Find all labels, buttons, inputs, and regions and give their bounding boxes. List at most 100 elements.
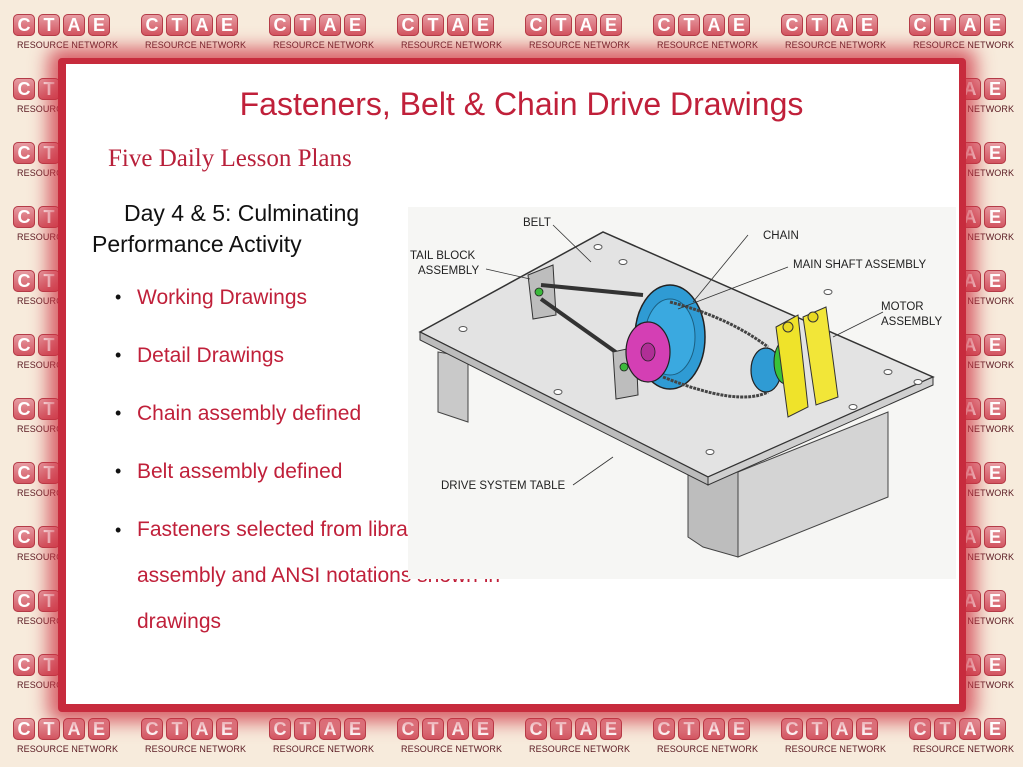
ctae-logo-letter: T	[550, 718, 572, 740]
ctae-logo-letter: E	[344, 718, 366, 740]
motor-bracket-rear	[802, 306, 839, 406]
ctae-logo-letter: T	[806, 718, 828, 740]
ctae-logo-letter: T	[38, 398, 60, 420]
ctae-logo-letter: T	[550, 14, 572, 36]
ctae-logo-letter: E	[856, 14, 878, 36]
ctae-logo-caption: RESOURCE NETWORK	[17, 744, 119, 754]
table-mounting-holes	[458, 244, 923, 455]
main-shaft-end	[619, 362, 629, 372]
ctae-logo-letter: C	[13, 142, 35, 164]
ctae-logo-caption: RESOURCE NETWORK	[145, 744, 247, 754]
ctae-logo-caption: RESOURCE NETWORK	[913, 744, 1015, 754]
ctae-logo-letter: E	[984, 142, 1006, 164]
ctae-logo-letter: T	[422, 718, 444, 740]
ctae-logo-letter: T	[38, 78, 60, 100]
sprocket-hub	[640, 342, 656, 362]
ctae-logo-letter: C	[909, 14, 931, 36]
ctae-logo-letter: C	[13, 654, 35, 676]
ctae-logo-letter: T	[678, 718, 700, 740]
ctae-logo-letter: E	[984, 270, 1006, 292]
ctae-logo-letter: T	[166, 718, 188, 740]
ctae-logo-letter: C	[13, 78, 35, 100]
ctae-logo-letter: E	[856, 718, 878, 740]
ctae-logo-letter: T	[38, 142, 60, 164]
ctae-logo-letter: E	[472, 14, 494, 36]
ctae-logo-letter: T	[38, 270, 60, 292]
ctae-logo-letter: E	[216, 14, 238, 36]
chain	[662, 300, 769, 399]
ctae-logo-letter: C	[13, 526, 35, 548]
ctae-logo-letter: E	[472, 718, 494, 740]
ctae-logo-caption: RESOURCE NETWORK	[273, 40, 375, 50]
ctae-logo-letter: C	[781, 14, 803, 36]
ctae-logo-letter: A	[447, 14, 469, 36]
day-heading-line1: Day 4 & 5: Culminating	[124, 200, 360, 226]
ctae-logo-letter: E	[984, 14, 1006, 36]
ctae-logo-letter: C	[653, 718, 675, 740]
ctae-logo-caption: RESOURCE NETWORK	[401, 744, 503, 754]
day-heading-line2: Performance Activity	[92, 231, 302, 257]
motor-mount-bolt	[807, 311, 819, 323]
ctae-logo-caption: RESOURCE NETWORK	[785, 744, 887, 754]
ctae-logo-letter: E	[984, 462, 1006, 484]
ctae-logo-letter: A	[319, 14, 341, 36]
ctae-logo-letter: C	[269, 718, 291, 740]
ctae-logo-letter: A	[319, 718, 341, 740]
ctae-logo-caption: RESOURCE NETWORK	[401, 40, 503, 50]
ctae-logo-letter: A	[575, 14, 597, 36]
ctae-logo-letter: E	[600, 718, 622, 740]
ctae-logo-letter: C	[13, 590, 35, 612]
ctae-logo-letter: A	[831, 718, 853, 740]
ctae-logo-caption: RESOURCE NETWORK	[657, 744, 759, 754]
ctae-logo-letter: A	[191, 14, 213, 36]
ctae-logo-letter: T	[38, 462, 60, 484]
ctae-logo-letter: E	[600, 14, 622, 36]
ctae-logo-letter: T	[38, 590, 60, 612]
ctae-logo-letter: E	[728, 14, 750, 36]
ctae-logo-letter: T	[294, 14, 316, 36]
ctae-logo-letter: A	[959, 718, 981, 740]
ctae-logo-letter: A	[703, 14, 725, 36]
ctae-logo-letter: E	[728, 718, 750, 740]
ctae-logo-letter: C	[13, 718, 35, 740]
ctae-logo-letter: T	[38, 718, 60, 740]
bullet-item: Detail Drawings	[113, 342, 583, 369]
ctae-logo-caption: RESOURCE NETWORK	[17, 40, 119, 50]
ctae-logo-letter: C	[653, 14, 675, 36]
ctae-logo-letter: A	[959, 14, 981, 36]
ctae-logo-letter: C	[13, 14, 35, 36]
label-drive-system-table: DRIVE SYSTEM TABLE	[441, 480, 566, 492]
callout-leaders	[485, 224, 884, 486]
label-main-shaft-assembly: MAIN SHAFT ASSEMBLY	[793, 259, 926, 271]
ctae-logo-caption: RESOURCE NETWORK	[145, 40, 247, 50]
ctae-logo-letter: A	[703, 718, 725, 740]
motor-bracket-front	[775, 314, 809, 418]
ctae-logo-letter: E	[984, 654, 1006, 676]
ctae-logo-letter: A	[575, 718, 597, 740]
ctae-logo-letter: C	[13, 398, 35, 420]
ctae-logo-letter: T	[38, 334, 60, 356]
ctae-logo-letter: C	[909, 718, 931, 740]
ctae-logo-letter: E	[984, 718, 1006, 740]
bullet-item: Belt assembly defined	[113, 458, 583, 485]
ctae-logo-letter: A	[191, 718, 213, 740]
